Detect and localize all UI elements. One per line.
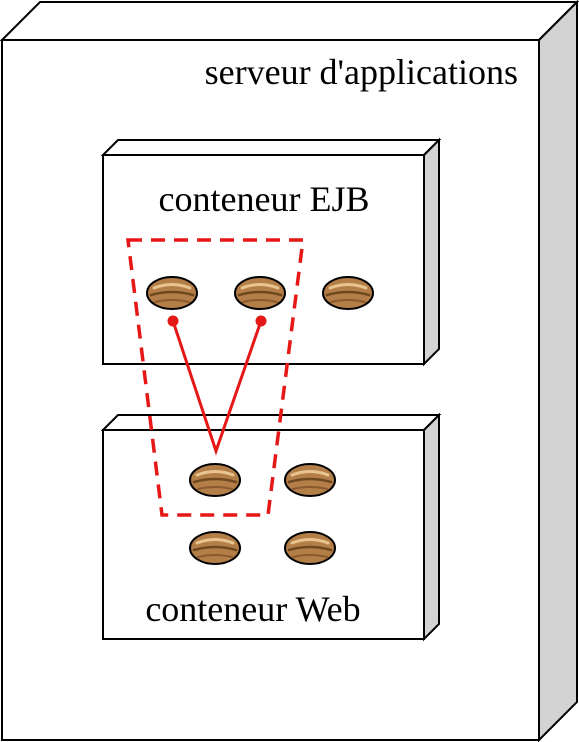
web-container-side-face (423, 412, 440, 642)
coffee-bean-icon (145, 275, 199, 311)
ejb-container-label: conteneur EJB (159, 179, 370, 219)
coffee-bean-icon (188, 462, 242, 498)
web-bean-1 (188, 462, 242, 498)
ejb-container-node: conteneur EJB (100, 137, 442, 367)
coffee-bean-icon (283, 462, 337, 498)
ejb-bean-3 (321, 275, 375, 311)
coffee-bean-icon (283, 530, 337, 566)
ejb-bean-2 (233, 275, 287, 311)
coffee-bean-icon (321, 275, 375, 311)
web-container-front-face (102, 429, 425, 640)
web-bean-3 (188, 530, 242, 566)
bean-connector-lines (171, 320, 263, 456)
connector-endpoint-1 (167, 315, 179, 327)
server-label: serveur d'applications (205, 52, 518, 92)
coffee-bean-icon (233, 275, 287, 311)
server-side-face (538, 0, 578, 742)
ejb-container-front-face (102, 154, 425, 365)
connector-endpoint-2 (255, 315, 267, 327)
web-bean-2 (283, 462, 337, 498)
dashed-highlight-boundary (126, 238, 305, 517)
ejb-container-top-face (100, 139, 442, 156)
ejb-container-side-face (423, 137, 440, 367)
web-bean-4 (283, 530, 337, 566)
server-top-face (0, 1, 579, 41)
coffee-bean-icon (188, 530, 242, 566)
web-container-top-face (100, 414, 442, 431)
web-container-node: conteneur Web (100, 412, 442, 642)
ejb-bean-1 (145, 275, 199, 311)
web-container-label: conteneur Web (145, 589, 360, 629)
